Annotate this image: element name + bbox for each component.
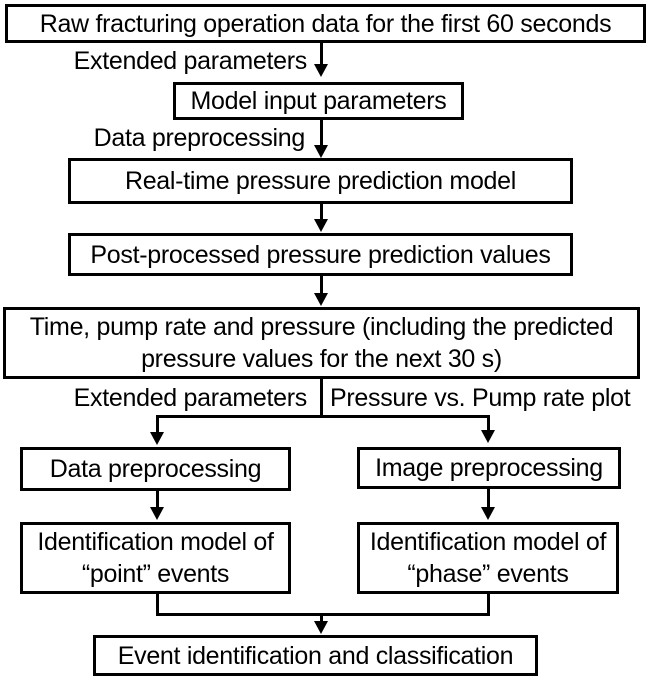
node-point-model-line2: “point” events [81, 560, 230, 588]
node-model-input-parameters: Model input parameters [173, 82, 464, 120]
node-raw-data: Raw fracturing operation data for the fi… [5, 4, 646, 43]
node-phase-model-line2: “phase” events [407, 560, 569, 588]
connector-data-preprocessing-to-point-model [156, 491, 159, 508]
edge-label-extended-parameters-mid: Extended parameters [73, 384, 308, 412]
connector-time-pump-to-split [320, 378, 323, 418]
connector-image-preprocessing-to-phase-model [487, 489, 490, 508]
connector-phase-model-to-merge [487, 594, 490, 616]
merge-line [156, 613, 490, 616]
split-line [156, 415, 490, 418]
arrowhead-icon [314, 293, 328, 306]
node-phase-model-line1: Identification model of [369, 528, 607, 556]
connector-prediction-model-to-postprocessed [320, 203, 323, 220]
arrowhead-icon [314, 64, 328, 77]
edge-label-pressure-vs-pump-rate-plot: Pressure vs. Pump rate plot [330, 384, 631, 412]
connector-point-model-to-merge [156, 594, 159, 616]
node-realtime-prediction-model: Real-time pressure prediction model [68, 158, 573, 204]
node-time-pump-pressure: Time, pump rate and pressure (including … [3, 307, 640, 379]
node-data-preprocessing: Data preprocessing [20, 447, 291, 491]
arrowhead-icon [150, 507, 164, 520]
node-image-preprocessing: Image preprocessing [357, 447, 621, 489]
connector-merge-to-event-classification [320, 616, 323, 624]
arrowhead-icon [314, 145, 328, 158]
node-time-pump-pressure-line1: Time, pump rate and pressure (including … [29, 313, 614, 341]
connector-raw-to-model-input [320, 42, 323, 66]
node-identification-model-point-events: Identification model of “point” events [20, 522, 291, 594]
arrowhead-icon [150, 432, 164, 445]
connector-postprocessed-to-time-pump [320, 276, 323, 294]
connector-split-to-data-preprocessing [156, 418, 159, 433]
node-time-pump-pressure-line2: pressure values for the next 30 s) [141, 345, 502, 373]
connector-split-to-image-preprocessing [487, 418, 490, 431]
connector-model-input-to-prediction-model [320, 119, 323, 146]
edge-label-extended-parameters-top: Extended parameters [73, 47, 308, 75]
arrowhead-icon [481, 507, 495, 520]
node-postprocessed-values: Post-processed pressure prediction value… [68, 233, 573, 276]
node-point-model-line1: Identification model of [37, 528, 274, 556]
edge-label-data-preprocessing-top: Data preprocessing [93, 124, 306, 152]
node-event-identification-classification: Event identification and classification [93, 635, 538, 676]
arrowhead-icon [314, 621, 328, 634]
arrowhead-icon [481, 430, 495, 443]
arrowhead-icon [314, 219, 328, 232]
node-identification-model-phase-events: Identification model of “phase” events [357, 522, 619, 594]
